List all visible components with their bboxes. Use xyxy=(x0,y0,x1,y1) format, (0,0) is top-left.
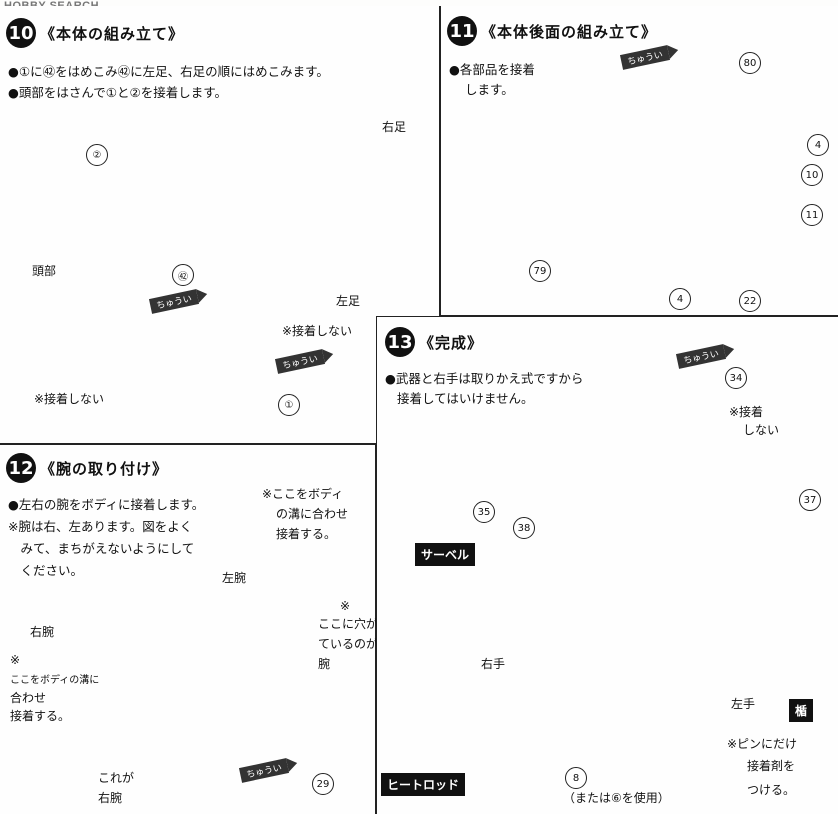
hole-note-1: ※ xyxy=(340,599,351,613)
step-12-panel: 12 《腕の取り付け》 ●左右の腕をボディに接着します。 ※腕は右、左あります。… xyxy=(0,444,402,814)
shield-tag: 楯 xyxy=(789,699,814,722)
part-1-callout: ① xyxy=(278,394,300,416)
part-82-callout: ㊷ xyxy=(172,264,194,286)
groove-note-1: ※ここをボディ xyxy=(262,487,344,501)
no-glue-13-1: ※接着 xyxy=(729,405,764,419)
caution-arrow-2: ちゅうい xyxy=(274,349,326,374)
part-35-callout: 35 xyxy=(473,501,495,523)
caution-arrow-3: ちゅうい xyxy=(619,45,671,70)
step-13-title: 《完成》 xyxy=(419,333,484,352)
step-10-number: 10 xyxy=(6,18,36,48)
no-glue-label-1: ※接着しない xyxy=(282,324,353,338)
part-34-callout: 34 xyxy=(725,367,747,389)
step-13-line-2: 接着してはいけません。 xyxy=(397,391,534,406)
groove-note-3: 接着する。 xyxy=(276,527,337,541)
right-note-2: ここをボディの溝に xyxy=(10,675,100,686)
part-11-callout: 11 xyxy=(801,204,823,226)
left-hand-label: 左手 xyxy=(731,697,756,711)
step-11-line-1: ●各部品を接着 xyxy=(449,62,535,77)
right-arm-label: 右腕 xyxy=(30,625,55,639)
saber-tag: サーベル xyxy=(415,543,476,566)
caution-arrow-4: ちゅうい xyxy=(238,758,290,783)
right-note-3: 合わせ xyxy=(10,691,47,705)
step-13-header: 13 《完成》 xyxy=(385,327,483,357)
left-foot-label: 左足 xyxy=(336,294,361,308)
step-10-title: 《本体の組み立て》 xyxy=(40,24,185,43)
part-4-callout-b: 4 xyxy=(669,288,691,310)
left-arm-label: 左腕 xyxy=(222,571,247,585)
part-8-callout: 8 xyxy=(565,767,587,789)
step-12-title: 《腕の取り付け》 xyxy=(40,459,169,478)
part-37-callout: 37 xyxy=(799,489,821,511)
step-10-line-1: ●①に㊷をはめこみ㊷に左足、右足の順にはめこみます。 xyxy=(8,64,329,79)
right-foot-label: 右足 xyxy=(382,120,407,134)
step-10-line-2: ●頭部をはさんで①と②を接着します。 xyxy=(8,85,227,100)
heat-rod-tag: ヒートロッド xyxy=(381,773,466,796)
step-12-line-4: ください。 xyxy=(8,563,84,578)
step-11-number: 11 xyxy=(447,16,477,46)
part-22-callout: 22 xyxy=(739,290,761,312)
caution-arrow-5: ちゅうい xyxy=(675,344,727,369)
pin-note-2: 接着剤を xyxy=(747,759,796,773)
right-note-1: ※ xyxy=(10,653,21,667)
pin-note-1: ※ピンにだけ xyxy=(727,737,798,751)
part-4-callout-a: 4 xyxy=(807,134,829,156)
part-29-callout: 29 xyxy=(312,773,334,795)
head-label: 頭部 xyxy=(32,264,57,278)
this-is-label: これが xyxy=(98,771,135,785)
hole-note-3: ているのが左 xyxy=(318,637,391,651)
step-10-header: 10 《本体の組み立て》 xyxy=(6,18,184,48)
part-10-callout: 10 xyxy=(801,164,823,186)
right-hand-label: 右手 xyxy=(481,657,506,671)
step-12-header: 12 《腕の取り付け》 xyxy=(6,453,168,483)
part-79-callout: 79 xyxy=(529,260,551,282)
hole-note-4: 腕 xyxy=(318,657,331,671)
part-80-callout: 80 xyxy=(739,52,761,74)
step-13-line-1: ●武器と右手は取りかえ式ですから xyxy=(385,371,584,386)
step-10-panel: 10 《本体の組み立て》 ●①に㊷をはめこみ㊷に左足、右足の順にはめこみます。 … xyxy=(0,6,440,444)
this-is-right-arm: 右腕 xyxy=(98,791,123,805)
step-12-number: 12 xyxy=(6,453,36,483)
alt-part-note: （または⑥を使用） xyxy=(563,791,670,805)
step-11-panel: 11 《本体後面の組み立て》 ●各部品を接着 します。 80 4 10 11 7… xyxy=(440,6,838,316)
step-12-line-1: ●左右の腕をボディに接着します。 xyxy=(8,497,205,512)
step-11-line-2: します。 xyxy=(465,82,514,97)
no-glue-13-2: しない xyxy=(743,423,780,437)
step-13-panel: 13 《完成》 ●武器と右手は取りかえ式ですから 接着してはいけません。 ※接着… xyxy=(376,316,838,814)
no-glue-label-2: ※接着しない xyxy=(34,392,105,406)
caution-arrow-1: ちゅうい xyxy=(148,289,200,314)
step-11-header: 11 《本体後面の組み立て》 xyxy=(447,16,657,46)
step-13-number: 13 xyxy=(385,327,415,357)
right-note-4: 接着する。 xyxy=(10,709,71,723)
part-2-callout: ② xyxy=(86,144,108,166)
part-38-callout: 38 xyxy=(513,517,535,539)
groove-note-2: の溝に合わせ xyxy=(276,507,349,521)
step-12-line-2: ※腕は右、左あります。図をよく xyxy=(8,519,193,534)
pin-note-3: つける。 xyxy=(747,783,796,797)
step-11-title: 《本体後面の組み立て》 xyxy=(481,22,658,41)
step-12-line-3: みて、まちがえないようにして xyxy=(8,541,195,556)
